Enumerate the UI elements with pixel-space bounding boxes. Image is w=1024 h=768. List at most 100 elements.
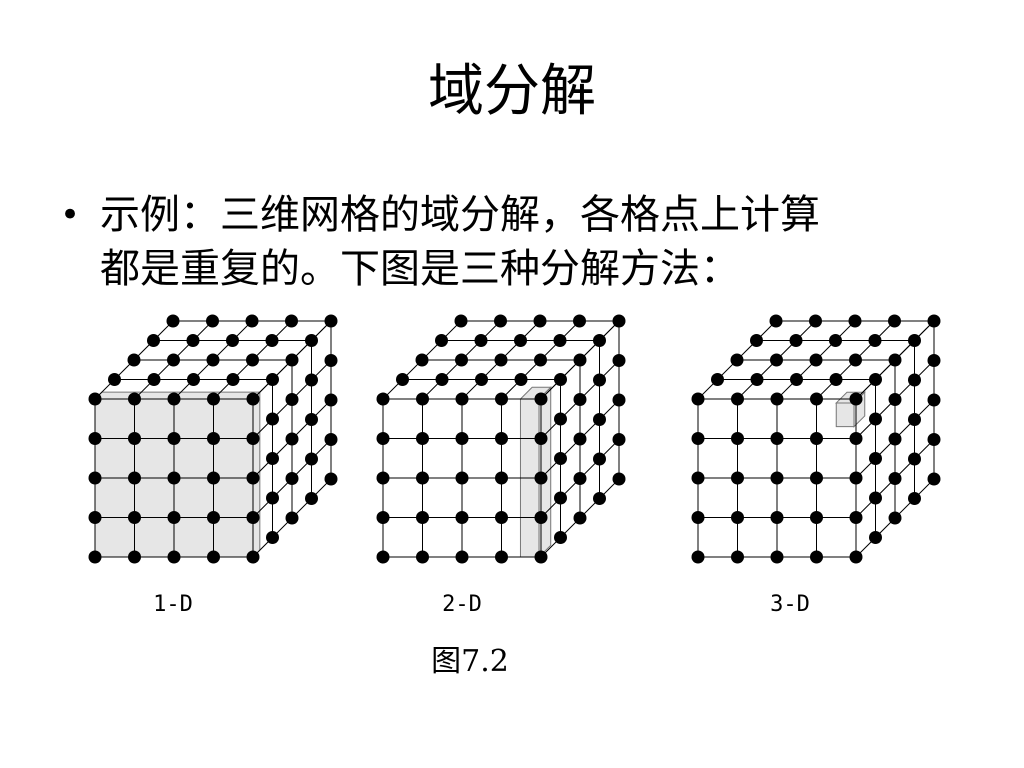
grid-point: [88, 471, 102, 485]
cube-label-1d: 1-D: [153, 592, 193, 617]
grid-point: [573, 314, 586, 328]
grid-point: [888, 353, 902, 367]
grid-point: [770, 353, 783, 367]
grid-point: [770, 392, 784, 406]
grid-point: [888, 393, 902, 406]
grid-point: [266, 373, 279, 386]
grid-point: [266, 452, 279, 465]
grid-point: [324, 314, 338, 328]
grid-point: [848, 314, 862, 328]
grid-point: [750, 373, 764, 386]
grid-point: [810, 392, 823, 406]
grid-point: [810, 432, 823, 445]
grid-point: [593, 334, 606, 347]
grid-point: [731, 432, 744, 445]
grid-point: [809, 314, 822, 328]
grid-point: [245, 314, 259, 328]
grid-point: [416, 471, 429, 485]
grid-point: [495, 550, 508, 564]
grid-point: [167, 550, 181, 564]
grid-point: [495, 432, 508, 445]
grid-point: [908, 413, 921, 426]
grid-point: [691, 550, 705, 564]
grid-point: [376, 471, 390, 485]
grid-point: [554, 531, 567, 544]
slide-title: 域分解: [428, 59, 596, 124]
grid-point: [908, 492, 921, 505]
grid-point: [186, 334, 200, 347]
grid-point: [207, 550, 220, 564]
grid-point: [474, 334, 488, 347]
grid-point: [305, 334, 318, 347]
figure-caption: 图7.2: [431, 644, 509, 679]
grid-point: [246, 432, 260, 445]
grid-point: [167, 471, 181, 485]
grid-point: [731, 511, 744, 524]
grid-point: [495, 392, 508, 406]
grid-point: [147, 334, 160, 347]
grid-point: [495, 471, 508, 485]
grid-point: [573, 511, 587, 525]
grid-point: [108, 373, 121, 386]
grid-point: [187, 373, 200, 386]
grid-point: [612, 472, 626, 486]
grid-point: [810, 511, 823, 524]
grid-point: [770, 511, 784, 524]
grid-point: [849, 511, 863, 524]
grid-point: [534, 392, 548, 406]
grid-point: [927, 433, 941, 446]
grid-point: [612, 314, 626, 328]
grid-point: [593, 492, 606, 505]
grid-point: [533, 314, 547, 328]
grid-point: [810, 471, 823, 485]
grid-point: [285, 472, 299, 485]
grid-point: [731, 550, 744, 564]
cube-label-3d: 3-D: [770, 592, 810, 617]
grid-point: [691, 471, 705, 485]
grid-point: [612, 393, 626, 407]
grid-point: [769, 314, 783, 328]
block-front-face: [835, 402, 855, 428]
grid-point: [534, 471, 548, 485]
grid-point: [285, 511, 299, 525]
grid-point: [927, 393, 941, 407]
grid-point: [573, 472, 587, 485]
grid-point: [691, 432, 705, 445]
grid-point: [127, 353, 141, 367]
grid-point: [376, 511, 390, 524]
grid-point: [246, 392, 260, 406]
grid-point: [455, 511, 469, 524]
grid-point: [593, 413, 606, 426]
grid-point: [207, 432, 220, 445]
grid-point: [128, 392, 141, 406]
grid-point: [908, 452, 921, 466]
grid-point: [416, 432, 429, 445]
grid-point: [266, 531, 279, 544]
grid-point: [416, 511, 429, 524]
grid-point: [593, 452, 606, 466]
grid-point: [167, 392, 181, 406]
bullet-text: 示例：三维网格的域分解，各格点上计算 都是重复的。下图是三种分解方法：: [100, 188, 930, 296]
grid-point: [246, 471, 260, 485]
grid-point: [612, 433, 626, 446]
grid-point: [770, 471, 784, 485]
grid-point: [435, 373, 449, 386]
grid-point: [730, 353, 744, 367]
grid-point: [790, 373, 803, 386]
grid-point: [789, 334, 803, 347]
grid-point: [455, 432, 469, 445]
grid-point: [455, 353, 468, 367]
grid-point: [226, 373, 240, 386]
grid-point: [324, 433, 338, 446]
grid-point: [868, 334, 882, 347]
grid-point: [266, 412, 279, 426]
grid-point: [167, 511, 181, 524]
grid-point: [809, 353, 823, 367]
grid-point: [888, 472, 902, 485]
grid-point: [869, 452, 882, 465]
grid-point: [305, 373, 318, 387]
grid-point: [206, 353, 220, 367]
grid-point: [415, 353, 429, 367]
grid-point: [246, 550, 260, 564]
